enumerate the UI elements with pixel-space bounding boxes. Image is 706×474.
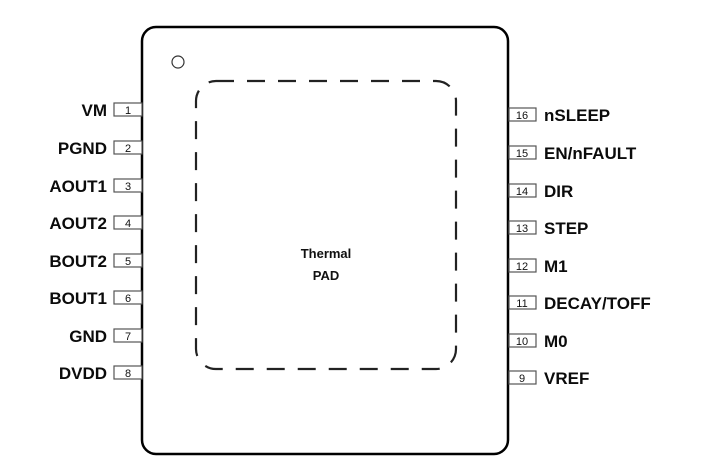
pin-box xyxy=(113,102,143,117)
pin1-marker-icon xyxy=(171,55,185,69)
pin-number: 6 xyxy=(125,293,131,305)
pin-label: STEP xyxy=(544,219,588,238)
pin-box xyxy=(508,333,537,348)
pin-number: 10 xyxy=(516,336,528,348)
pin-label: DIR xyxy=(544,182,573,201)
pin-box xyxy=(508,258,537,273)
pin-number: 4 xyxy=(125,218,131,230)
pin-number: 15 xyxy=(516,148,528,160)
thermal-pad-label-line1: Thermal xyxy=(301,246,352,261)
pin-box xyxy=(508,295,537,310)
pin-box xyxy=(508,370,537,385)
pin-label: AOUT2 xyxy=(49,214,107,233)
pin-label: VREF xyxy=(544,369,589,388)
pin-label: M1 xyxy=(544,257,568,276)
pin-box xyxy=(508,183,537,198)
pin-label: nSLEEP xyxy=(544,106,610,125)
pin-box xyxy=(113,178,143,193)
pin-label: BOUT1 xyxy=(49,289,107,308)
pin-number: 11 xyxy=(516,298,527,310)
pin-box xyxy=(113,365,143,380)
pins-group: 1 VM 2 PGND 3 AOUT1 4 AOUT2 5 BOUT2 6 BOUT1 7 GND 8 DVD… xyxy=(49,101,650,388)
pin-number: 12 xyxy=(516,261,528,273)
pin-box xyxy=(113,140,143,155)
pin-number: 5 xyxy=(125,256,131,268)
pin-label: PGND xyxy=(58,139,107,158)
pin-number: 3 xyxy=(125,181,131,193)
pin-label: M0 xyxy=(544,332,568,351)
pin-box xyxy=(113,290,143,305)
pin-box xyxy=(113,328,143,343)
pin-label: BOUT2 xyxy=(49,252,107,271)
pin-box xyxy=(508,220,537,235)
pin-label: AOUT1 xyxy=(49,177,107,196)
thermal-pad-outline xyxy=(194,79,458,371)
pin-number: 7 xyxy=(125,331,131,343)
pin-number: 14 xyxy=(516,186,528,198)
pin-number: 2 xyxy=(125,143,131,155)
pin-number: 16 xyxy=(516,110,528,122)
pin-label: DECAY/TOFF xyxy=(544,294,651,313)
pin-label: EN/nFAULT xyxy=(544,144,637,163)
pin-label: VM xyxy=(82,101,108,120)
thermal-pad-label-line2: PAD xyxy=(313,268,339,283)
pin-label: GND xyxy=(69,327,107,346)
pin-number: 8 xyxy=(125,368,131,380)
pin-number: 9 xyxy=(519,373,525,385)
pin-number: 13 xyxy=(516,223,528,235)
chip-body xyxy=(140,25,510,456)
pin-box xyxy=(113,215,143,230)
pin-label: DVDD xyxy=(59,364,107,383)
pin-box xyxy=(508,145,537,160)
pin-box xyxy=(508,107,537,122)
pin-number: 1 xyxy=(125,105,131,117)
pin-box xyxy=(113,253,143,268)
